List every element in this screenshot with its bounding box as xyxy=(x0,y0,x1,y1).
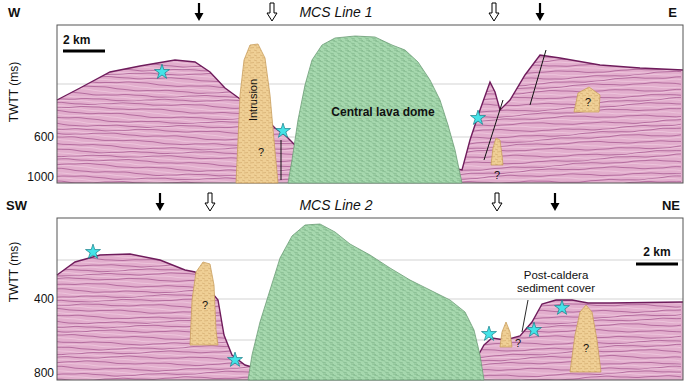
arrow-head xyxy=(551,203,560,211)
seismic-section xyxy=(57,218,683,383)
direction-label: SW xyxy=(6,199,27,212)
tick-label: 600 xyxy=(34,131,54,143)
reflector xyxy=(57,231,681,246)
shape-texture xyxy=(500,322,512,347)
panel-frame xyxy=(57,218,683,380)
shape-label: Central lava dome xyxy=(331,106,434,118)
direction-label: W xyxy=(8,6,20,19)
intrusion-body: ? xyxy=(574,87,600,112)
sample-star xyxy=(227,352,242,366)
intrusion-body: ? xyxy=(190,262,218,345)
lava-dome xyxy=(248,224,484,380)
scale-bar xyxy=(63,50,105,53)
arrow-shaft xyxy=(539,3,541,14)
query-mark: ? xyxy=(515,338,521,349)
sample-star xyxy=(526,322,541,336)
hollow-arrow xyxy=(489,3,499,21)
hollow-arrow xyxy=(267,3,277,21)
shape-texture xyxy=(574,87,600,112)
shape-texture xyxy=(570,305,601,372)
tick-label: 800 xyxy=(34,367,54,379)
scale-bar xyxy=(636,263,678,266)
shape-texture xyxy=(190,262,218,345)
leader-line xyxy=(522,300,528,332)
shape-fill xyxy=(574,87,600,112)
axis-title: TWTT (ms) xyxy=(8,62,20,122)
intrusion-body: ? xyxy=(570,305,601,372)
dike-body: ? xyxy=(500,322,526,351)
arrow-shaft xyxy=(159,193,161,204)
arrow-head xyxy=(156,203,165,211)
reflector xyxy=(57,233,681,248)
shape-texture xyxy=(491,138,503,165)
direction-label: E xyxy=(668,6,677,19)
arrow-shaft xyxy=(554,193,556,204)
query-mark: ? xyxy=(585,97,591,108)
shape-label: Intrusion xyxy=(248,79,259,121)
reflector xyxy=(57,240,681,256)
query-mark: ? xyxy=(494,170,500,181)
arrow-head xyxy=(536,13,545,21)
panel-title: MCS Line 1 xyxy=(299,5,372,19)
arrow-head xyxy=(195,13,204,21)
scale-label: 2 km xyxy=(643,246,670,258)
sample-star xyxy=(85,244,100,258)
shape-fill xyxy=(236,44,278,183)
panel-frame xyxy=(57,25,683,183)
arrow-shaft xyxy=(198,3,200,14)
seismic-ground xyxy=(57,218,683,380)
axis-title: TWTT (ms) xyxy=(8,242,20,302)
scale-label: 2 km xyxy=(63,34,90,46)
shape-outline xyxy=(570,305,601,372)
panel-title: MCS Line 2 xyxy=(299,198,372,212)
shape-texture xyxy=(288,36,462,183)
shape-fill xyxy=(500,322,512,347)
seismic-section xyxy=(57,25,683,193)
shape-fill xyxy=(288,36,462,183)
reflector xyxy=(57,238,681,253)
sample-star xyxy=(554,300,569,314)
shape-fill xyxy=(491,138,503,165)
sample-star xyxy=(154,64,169,78)
hollow-arrow xyxy=(492,193,502,211)
shape-texture xyxy=(236,44,278,183)
shape-fill xyxy=(190,262,218,345)
fault-line xyxy=(530,50,546,105)
sample-star xyxy=(481,326,496,340)
shape-fill xyxy=(570,305,601,372)
shape-outline xyxy=(500,322,526,351)
sample-star xyxy=(470,110,485,124)
callout-label: Post-caldera sediment cover xyxy=(508,269,604,294)
direction-label: NE xyxy=(662,199,680,212)
lava-dome-texture xyxy=(248,224,484,380)
query-mark: ? xyxy=(258,147,264,158)
query-mark: ? xyxy=(202,300,208,311)
seismic-ground xyxy=(57,25,683,183)
dike-body: ? xyxy=(489,138,505,183)
sample-star xyxy=(275,123,290,137)
reflector xyxy=(57,236,681,250)
hollow-arrow xyxy=(205,193,215,211)
fault-line xyxy=(281,140,282,180)
tick-label: 1000 xyxy=(27,171,54,183)
intrusion-body: Intrusion? xyxy=(236,44,278,183)
lava-dome: Central lava dome xyxy=(288,36,462,183)
tick-label: 400 xyxy=(34,293,54,305)
query-mark: ? xyxy=(583,343,589,354)
